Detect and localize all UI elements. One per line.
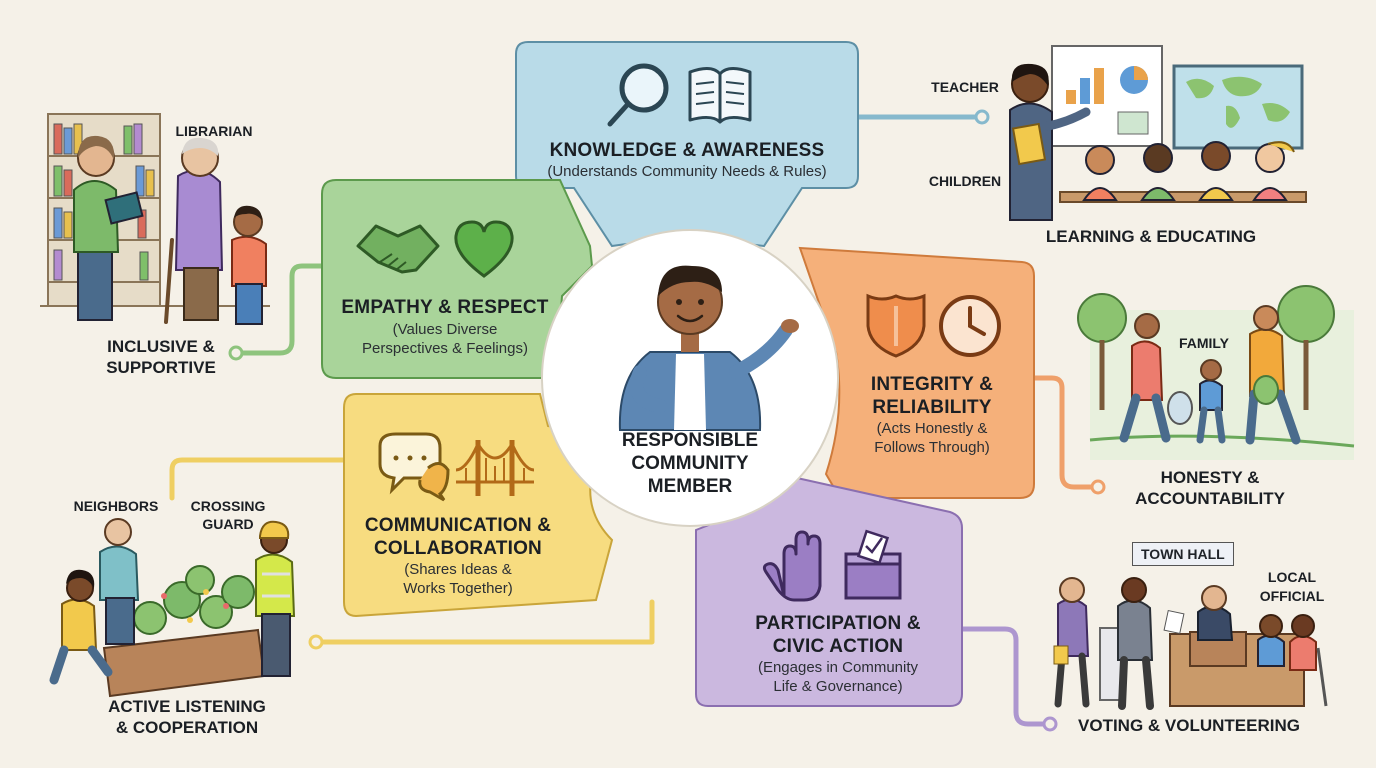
integrity-title-2: RELIABILITY [872, 397, 992, 418]
integrity-subtitle-1: (Acts Honestly & [876, 420, 988, 437]
children-label: CHILDREN [928, 173, 1002, 189]
book-icon [688, 67, 752, 124]
center-title-2: COMMUNITY [631, 453, 749, 474]
integrity-subtitle-2: Follows Through) [874, 439, 990, 456]
local-official-label-1: LOCAL [1267, 569, 1317, 585]
library-scene [40, 113, 270, 325]
park-scene [1077, 285, 1355, 460]
heart-icon [454, 220, 514, 278]
neighbors-label: NEIGHBORS [73, 498, 159, 514]
town-hall-sign: TOWN HALL [1132, 542, 1234, 566]
family-label: FAMILY [1178, 335, 1230, 351]
garden-scene [49, 518, 296, 698]
knowledge-subtitle: (Understands Community Needs & Rules) [547, 163, 827, 180]
bridge-icon [455, 440, 535, 496]
ballot-box-icon [844, 529, 902, 600]
raised-hand-icon [762, 530, 822, 602]
connector-integrity [1032, 375, 1097, 490]
voting-caption: VOTING & VOLUNTEERING [1078, 716, 1300, 735]
crossing-guard-label-1: CROSSING [190, 498, 266, 514]
center-title-1: RESPONSIBLE [621, 430, 759, 451]
empathy-title: EMPATHY & RESPECT [341, 297, 549, 318]
honesty-caption-1: HONESTY & [1160, 468, 1260, 487]
listening-caption-1: ACTIVE LISTENING [108, 697, 266, 716]
participation-subtitle-1: (Engages in Community [757, 659, 919, 676]
local-official-label-2: OFFICIAL [1259, 588, 1325, 604]
handshake-icon [356, 224, 440, 274]
empathy-subtitle-2: Perspectives & Feelings) [362, 340, 528, 357]
connector-participation [959, 626, 1049, 727]
participation-title-2: CIVIC ACTION [772, 636, 904, 657]
communication-title-2: COLLABORATION [374, 538, 542, 559]
listening-caption-2: & COOPERATION [115, 718, 259, 737]
communication-title-1: COMMUNICATION & [364, 515, 552, 536]
speech-bubbles-icon [378, 432, 450, 502]
crossing-guard-label-2: GUARD [202, 516, 254, 532]
participation-subtitle-2: Life & Governance) [773, 678, 903, 695]
librarian-label: LIBRARIAN [175, 123, 253, 139]
inclusive-caption-2: SUPPORTIVE [106, 358, 216, 377]
honesty-caption-2: ACCOUNTABILITY [1135, 489, 1285, 508]
learning-caption: LEARNING & EDUCATING [1045, 227, 1257, 246]
classroom-scene [1009, 45, 1307, 221]
central-person [618, 265, 799, 431]
inclusive-caption-1: INCLUSIVE & [107, 337, 215, 356]
knowledge-title: KNOWLEDGE & AWARENESS [549, 140, 825, 161]
communication-subtitle-1: (Shares Ideas & [404, 561, 512, 578]
townhall-scene [1053, 577, 1328, 710]
shield-icon [866, 293, 926, 358]
connector-empathy [233, 263, 333, 356]
clock-icon [939, 295, 1001, 357]
communication-subtitle-2: Works Together) [403, 580, 513, 597]
teacher-label: TEACHER [931, 79, 999, 95]
connector-communication-2 [313, 599, 655, 645]
connector-communication [169, 429, 581, 501]
integrity-title-1: INTEGRITY & [870, 374, 994, 395]
participation-title-1: PARTICIPATION & [755, 613, 921, 634]
magnifier-icon [607, 63, 669, 127]
center-title-3: MEMBER [647, 476, 733, 497]
empathy-subtitle-1: (Values Diverse [392, 321, 498, 338]
